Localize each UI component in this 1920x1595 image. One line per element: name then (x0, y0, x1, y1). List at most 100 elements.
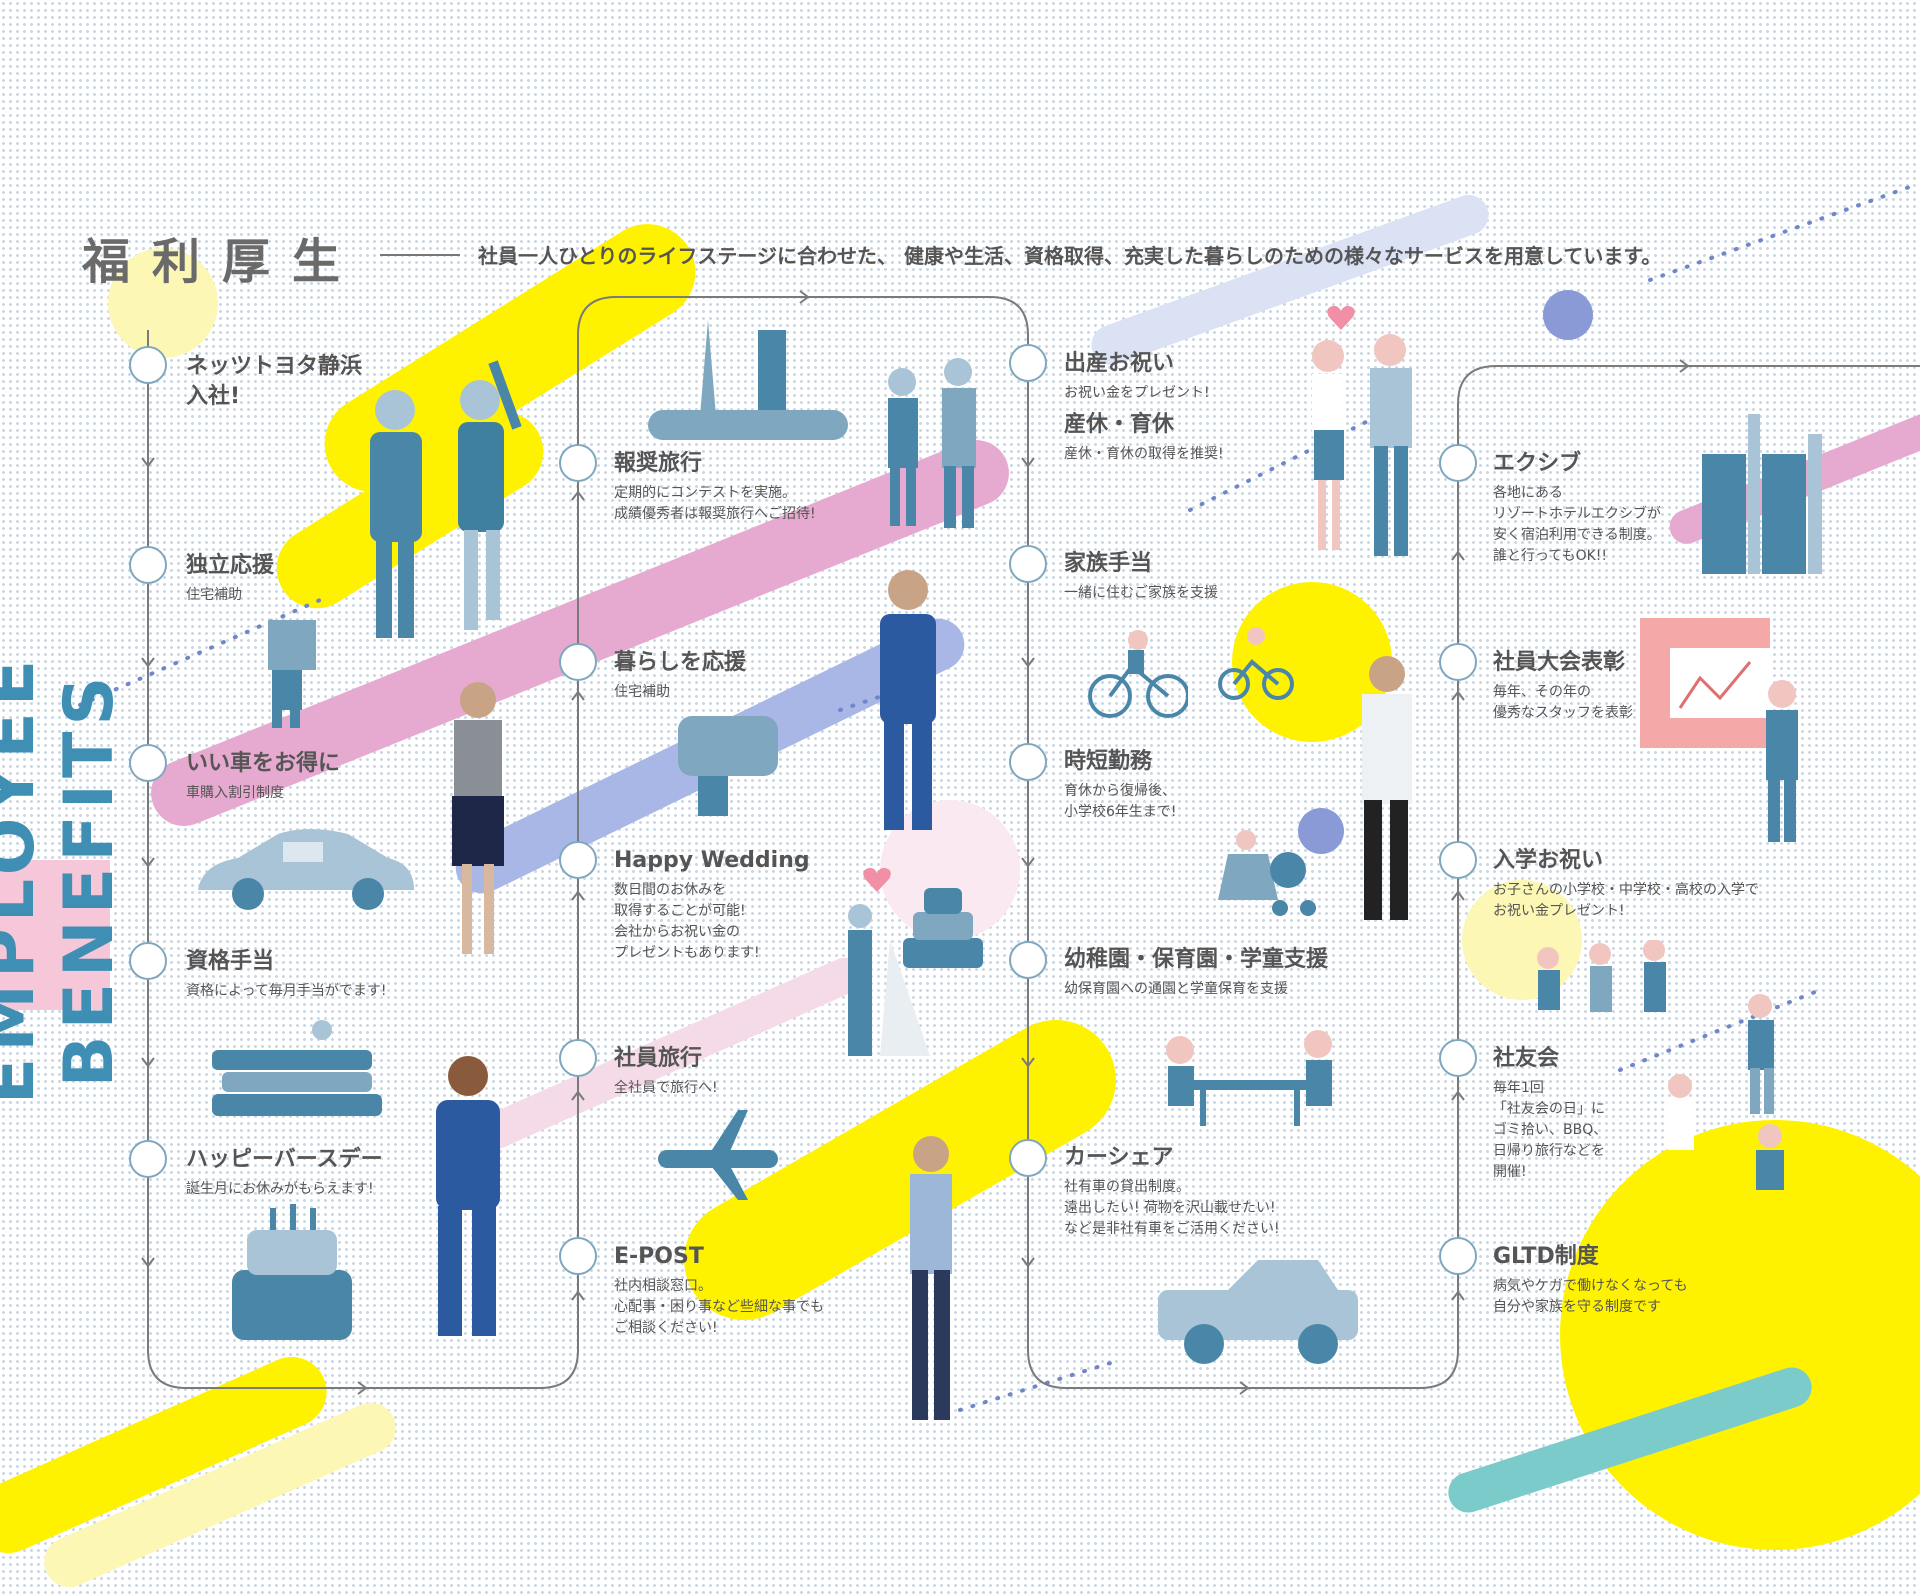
benefit-item: ネッツトヨタ静浜 入社! (186, 352, 526, 412)
truck-icon (1158, 1260, 1358, 1364)
benefit-item: 入学お祝い お子さんの小学校・中学校・高校の入学で お祝い金プレゼント! (1493, 846, 1853, 922)
timeline-node (1009, 1139, 1047, 1177)
heart-icon (1327, 305, 1355, 330)
benefit-title: GLTD制度 (1493, 1244, 1599, 1269)
benefit-title: 産休・育休 (1064, 412, 1175, 437)
benefit-item: E-POST 社内相談窓口。 心配事・困り事など些細な事でも ご相談ください! (614, 1242, 954, 1339)
timeline-track (141, 290, 1920, 1395)
benefit-item: 社員大会表彰 毎年、その年の 優秀なスタッフを表彰 (1493, 648, 1833, 724)
benefit-item: 幼稚園・保育園・学童支援 幼保育園への通園と学童保育を支援 (1064, 945, 1424, 1000)
benefit-item: いい車をお得に 車購入割引制度 (186, 749, 526, 804)
benefit-title: いい車をお得に (186, 751, 341, 776)
decor-blue-circle-mid (1298, 808, 1344, 854)
timeline-node (1009, 743, 1047, 781)
timeline-node (129, 1140, 167, 1178)
benefit-title: 独立応援 (186, 553, 275, 578)
people-icon (452, 682, 504, 954)
page-subtitle: 社員一人ひとりのライフステージに合わせた、 健康や生活、資格取得、充実した暮らし… (478, 244, 1662, 268)
timeline-node (559, 841, 597, 879)
benefit-item: Happy Wedding 数日間のお休みを 取得することが可能! 会社からお祝… (614, 846, 954, 964)
people-icon (1766, 680, 1798, 842)
timeline-node (559, 1237, 597, 1275)
benefit-desc: お祝い金をプレゼント! (1064, 385, 1210, 401)
timeline-node (1439, 1237, 1477, 1275)
box-icon (268, 620, 316, 728)
benefit-item: 社友会 毎年1回 「社友会の日」に ゴミ拾い、BBQ、 日帰り旅行などを 開催! (1493, 1044, 1833, 1183)
bicycle-icon (1218, 627, 1294, 700)
benefit-desc: 病気やケガで働けなくなっても 自分や家族を守る制度です (1493, 1278, 1688, 1315)
car-icon (198, 829, 414, 910)
benefit-item: カーシェア 社有車の貸出制度。 遠出したい! 荷物を沢山載せたい! など是非社有… (1064, 1143, 1404, 1240)
heart-icon (863, 867, 891, 892)
benefit-desc: 誕生月にお休みがもらえます! (186, 1181, 374, 1197)
timeline-node (1439, 444, 1477, 482)
benefit-item: 暮らしを応援 住宅補助 (614, 648, 954, 703)
people-icon (848, 904, 930, 1056)
timeline-node (1009, 545, 1047, 583)
timeline-node (1439, 1039, 1477, 1077)
decor-yellow-circle-bottomright (1560, 1120, 1920, 1550)
benefit-desc: 社有車の貸出制度。 遠出したい! 荷物を沢山載せたい! など是非社有車をご活用く… (1064, 1179, 1280, 1237)
benefit-desc: 住宅補助 (614, 684, 670, 700)
benefit-item: エクシブ 各地にある リゾートホテルエクシブが 安く宿泊利用できる制度。 誰と行… (1493, 449, 1833, 567)
benefit-title: 幼稚園・保育園・学童支援 (1064, 947, 1329, 972)
timeline-node (559, 444, 597, 482)
benefit-desc: 資格によって毎月手当がでます! (186, 983, 387, 999)
people-icon (880, 570, 936, 830)
benefit-desc: 毎年1回 「社友会の日」に ゴミ拾い、BBQ、 日帰り旅行などを 開催! (1493, 1080, 1608, 1180)
decor-paleyellow-circle-right (1462, 880, 1582, 1000)
timeline-node (559, 1039, 597, 1077)
timeline-node (129, 346, 167, 384)
timeline-node (1439, 643, 1477, 681)
benefit-title: 社員旅行 (614, 1046, 703, 1071)
timeline-node (559, 643, 597, 681)
people-icon (910, 1136, 952, 1420)
wedding-cake-icon (903, 888, 983, 968)
benefit-desc: 産休・育休の取得を推奨! (1064, 446, 1224, 462)
decor-yellow-circle-topleft (108, 248, 218, 358)
children-icon (1537, 940, 1666, 1012)
benefit-desc: 数日間のお休みを 取得することが可能! 会社からお祝い金の プレゼントもあります… (614, 882, 760, 961)
cleanup-icon (1668, 994, 1784, 1190)
benefit-item: 独立応援 住宅補助 (186, 551, 526, 606)
benefit-title: 社員大会表彰 (1493, 650, 1626, 675)
benefit-title: 暮らしを応援 (614, 650, 747, 675)
benefit-desc: 毎年、その年の 優秀なスタッフを表彰 (1493, 684, 1633, 721)
airplane-icon (658, 1110, 778, 1200)
books-icon (212, 1020, 382, 1116)
sofa-icon (678, 716, 778, 816)
benefit-desc: 定期的にコンテストを実施。 成績優秀者は報奨旅行へご招待! (614, 485, 816, 522)
people-icon (1362, 656, 1412, 920)
page-title: 福利厚生 (82, 234, 363, 290)
benefit-item: 報奨旅行 定期的にコンテストを実施。 成績優秀者は報奨旅行へご招待! (614, 449, 954, 525)
benefit-desc: 幼保育園への通園と学童保育を支援 (1064, 981, 1288, 997)
benefit-item: 時短勤務 育休から復帰後、 小学校6年生まで! (1064, 747, 1404, 823)
bicycle-icon (1088, 630, 1188, 718)
people-icon (888, 358, 976, 528)
benefit-desc: 車購入割引制度 (186, 785, 284, 801)
benefit-title: 報奨旅行 (614, 451, 703, 476)
decor-blue-circle-top (1543, 290, 1593, 340)
benefit-desc: 社内相談窓口。 心配事・困り事など些細な事でも ご相談ください! (614, 1278, 824, 1336)
benefit-title: 資格手当 (186, 949, 275, 974)
benefit-desc: 育休から復帰後、 小学校6年生まで! (1064, 783, 1177, 820)
benefit-desc: お子さんの小学校・中学校・高校の入学で お祝い金プレゼント! (1493, 882, 1759, 919)
whiteboard-icon (1640, 618, 1770, 748)
benefit-title: エクシブ (1493, 451, 1582, 476)
eiffel-tower-icon (648, 320, 848, 440)
people-icon (370, 360, 522, 638)
benefit-title: カーシェア (1064, 1145, 1174, 1170)
benefit-desc: 一緒に住むご家族を支援 (1064, 585, 1218, 601)
timeline-node (129, 546, 167, 584)
building-icon (1702, 414, 1822, 574)
table-icon (1166, 1030, 1332, 1126)
birthday-cake-icon (232, 1204, 352, 1340)
benefit-title: E-POST (614, 1244, 704, 1269)
benefit-item: 資格手当 資格によって毎月手当がでます! (186, 947, 526, 1002)
benefit-desc: 住宅補助 (186, 587, 242, 603)
benefit-title: ネッツトヨタ静浜 入社! (186, 354, 363, 409)
timeline-node (1009, 941, 1047, 979)
benefit-item: 社員旅行 全社員で旅行へ! (614, 1044, 954, 1099)
people-icon (436, 1056, 500, 1336)
benefit-title: 入学お祝い (1493, 848, 1604, 873)
